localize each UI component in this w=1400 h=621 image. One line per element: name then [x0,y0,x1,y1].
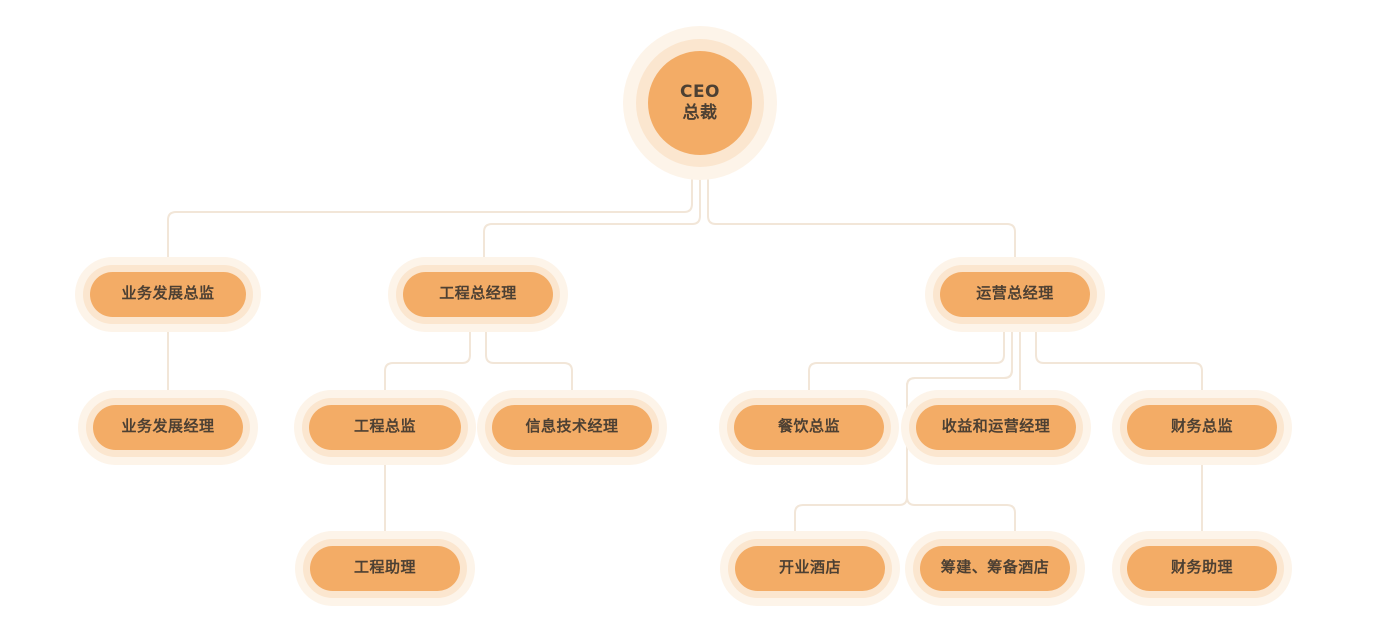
org-node-label-it-manager: 信息技术经理 [525,417,619,436]
org-node-label-ops-general-manager: 运营总经理 [976,284,1054,303]
org-node-biz-dev-manager[interactable]: 业务发展经理 [93,404,243,450]
org-node-finance-director[interactable]: 财务总监 [1127,404,1277,450]
org-node-revenue-ops-manager[interactable]: 收益和运营经理 [916,404,1076,450]
edge-ops-general-manager--food-beverage-director [808,331,1005,391]
org-node-eng-general-manager[interactable]: 工程总经理 [403,271,553,317]
org-node-eng-assistant[interactable]: 工程助理 [310,545,460,591]
edge-ops-general-manager--prep-hotels [906,331,1016,532]
org-node-biz-dev-director[interactable]: 业务发展总监 [90,271,246,317]
edge-eng-general-manager--eng-director [384,331,471,391]
org-node-label-eng-assistant: 工程助理 [353,558,416,577]
org-node-prep-hotels[interactable]: 筹建、筹备酒店 [920,545,1070,591]
org-node-label-open-hotels: 开业酒店 [778,558,841,577]
org-node-open-hotels[interactable]: 开业酒店 [735,545,885,591]
edge-ops-general-manager--finance-director [1035,331,1203,391]
edge-ceo--ops-general-manager [707,179,1016,258]
edge-ceo--biz-dev-director [167,179,693,258]
org-node-it-manager[interactable]: 信息技术经理 [492,404,652,450]
org-node-eng-director[interactable]: 工程总监 [309,404,461,450]
org-node-label-ceo: CEO 总裁 [679,81,721,123]
edge-eng-general-manager--it-manager [485,331,573,391]
org-node-finance-assistant[interactable]: 财务助理 [1127,545,1277,591]
org-node-label-prep-hotels: 筹建、筹备酒店 [940,558,1050,577]
org-node-food-beverage-director[interactable]: 餐饮总监 [734,404,884,450]
org-node-label-revenue-ops-manager: 收益和运营经理 [941,417,1051,436]
org-node-label-eng-general-manager: 工程总经理 [439,284,517,303]
org-node-ceo[interactable]: CEO 总裁 [648,51,752,155]
org-node-label-biz-dev-director: 业务发展总监 [121,284,215,303]
org-node-label-finance-assistant: 财务助理 [1170,558,1233,577]
edge-ceo--eng-general-manager [483,179,701,258]
org-node-label-finance-director: 财务总监 [1170,417,1233,436]
org-node-label-biz-dev-manager: 业务发展经理 [121,417,215,436]
org-node-label-eng-director: 工程总监 [353,417,416,436]
org-node-ops-general-manager[interactable]: 运营总经理 [940,271,1090,317]
org-node-label-food-beverage-director: 餐饮总监 [777,417,840,436]
